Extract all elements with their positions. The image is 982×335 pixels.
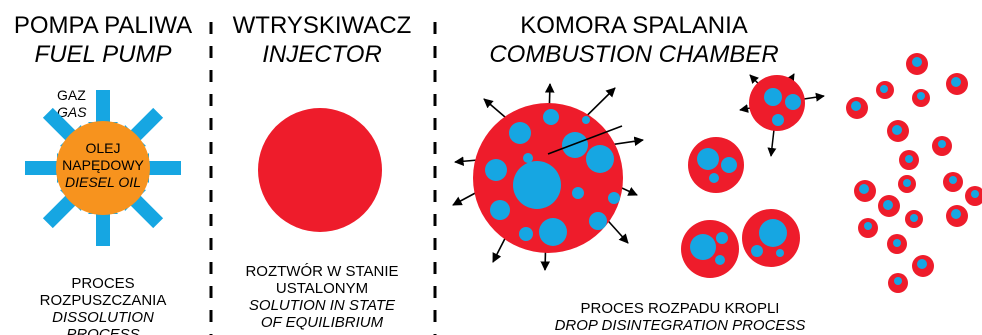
large-drop — [452, 83, 644, 271]
injector-title-pl: WTRYSKIWACZ — [233, 12, 412, 39]
pump-title-en: FUEL PUMP — [35, 41, 172, 68]
injector-section: WTRYSKIWACZ INJECTOR ROZTWÓR W STANIE US… — [233, 12, 412, 331]
injector-caption-line3: SOLUTION IN STATE — [249, 297, 396, 314]
medium-drops — [681, 137, 800, 278]
pump-caption-line4: PROCESS — [66, 326, 139, 335]
chamber-caption-en: DROP DISINTEGRATION PROCESS — [555, 317, 806, 334]
pump-caption-line3: DISSOLUTION — [52, 309, 154, 326]
pump-caption-line1: PROCES — [71, 275, 134, 292]
chamber-title-en: COMBUSTION CHAMBER — [489, 41, 778, 68]
chamber-title-pl: KOMORA SPALANIA — [520, 12, 748, 39]
oil-label-line1: OLEJ — [85, 140, 120, 156]
injector-caption-line2: USTALONYM — [276, 280, 368, 297]
combustion-chamber-section: KOMORA SPALANIA COMBUSTION CHAMBER — [452, 12, 982, 334]
injector-caption-line1: ROZTWÓR W STANIE — [245, 263, 398, 280]
fuel-pump-section: POMPA PALIWA FUEL PUMP GAZ GAS OLEJ NAPĘ… — [14, 12, 192, 335]
solution-drop — [258, 108, 382, 232]
gas-label-en: GAS — [57, 104, 87, 120]
oil-label-line2: NAPĘDOWY — [62, 157, 144, 173]
pump-caption-line2: ROZPUSZCZANIA — [40, 292, 167, 309]
medium-drop-exploding — [739, 73, 825, 157]
injector-title-en: INJECTOR — [262, 41, 382, 68]
small-drops — [846, 53, 982, 293]
injector-caption-line4: OF EQUILIBRIUM — [261, 314, 384, 331]
diesel-oil-drop — [56, 121, 150, 215]
gas-label-pl: GAZ — [57, 87, 86, 103]
pump-title-pl: POMPA PALIWA — [14, 12, 192, 39]
oil-label-en: DIESEL OIL — [65, 174, 141, 190]
chamber-caption-pl: PROCES ROZPADU KROPLI — [581, 300, 780, 317]
